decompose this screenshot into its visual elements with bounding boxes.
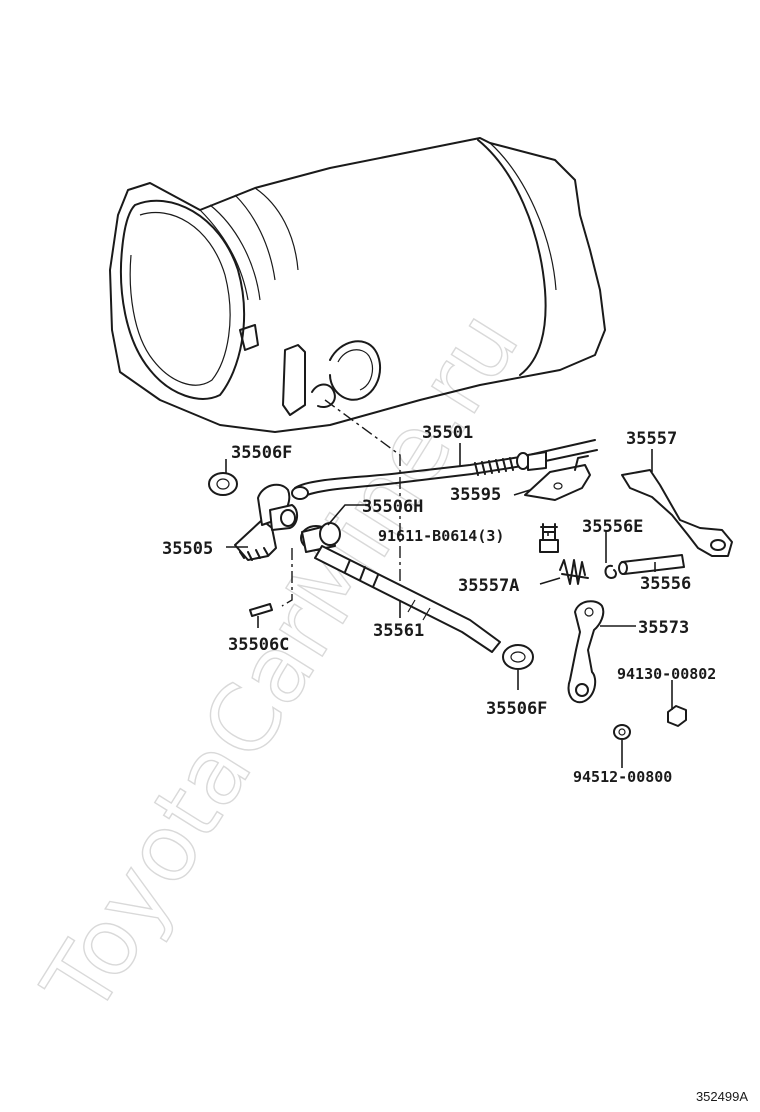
label-35501: 35501 (422, 423, 473, 443)
part-labels: 35501 35557 35506F 35595 35506H 91611-B0… (162, 423, 716, 786)
nut (667, 705, 687, 727)
snap-ring (604, 564, 617, 579)
label-35573: 35573 (638, 618, 689, 638)
washer (613, 724, 631, 740)
bolt (539, 523, 559, 553)
oil-seal-bottom (502, 644, 534, 670)
illustration-reference: 352499A (695, 1089, 748, 1104)
label-35556: 35556 (640, 574, 691, 594)
lever-pin (618, 554, 685, 575)
label-35506H: 35506H (362, 497, 423, 517)
label-35557: 35557 (626, 429, 677, 449)
label-35561: 35561 (373, 621, 424, 641)
label-35557A: 35557A (458, 576, 519, 596)
detent-lever (567, 600, 605, 704)
bushing (300, 522, 341, 553)
link-rod (291, 439, 598, 500)
spring (559, 559, 589, 585)
center-line-shaft (324, 399, 401, 600)
watermark: ToyotaCarMine.ru (22, 293, 539, 1032)
pin (249, 603, 273, 617)
oil-seal-top (208, 472, 238, 496)
label-35595: 35595 (450, 485, 501, 505)
label-35506C: 35506C (228, 635, 289, 655)
control-lever (621, 469, 733, 557)
label-94130-00802: 94130-00802 (617, 665, 716, 683)
label-35506F-bottom: 35506F (486, 699, 547, 719)
bracket (524, 455, 591, 501)
manual-shaft (314, 545, 501, 653)
leader-lines (225, 443, 673, 768)
label-35505: 35505 (162, 539, 213, 559)
label-35556E: 35556E (582, 517, 643, 537)
label-94512-00800: 94512-00800 (573, 768, 672, 786)
label-35506F-top: 35506F (231, 443, 292, 463)
manual-shaft-lever (234, 483, 298, 561)
center-line-pin (281, 548, 293, 607)
label-91611-B0614: 91611-B0614(3) (378, 527, 504, 545)
transmission-housing (109, 137, 606, 433)
